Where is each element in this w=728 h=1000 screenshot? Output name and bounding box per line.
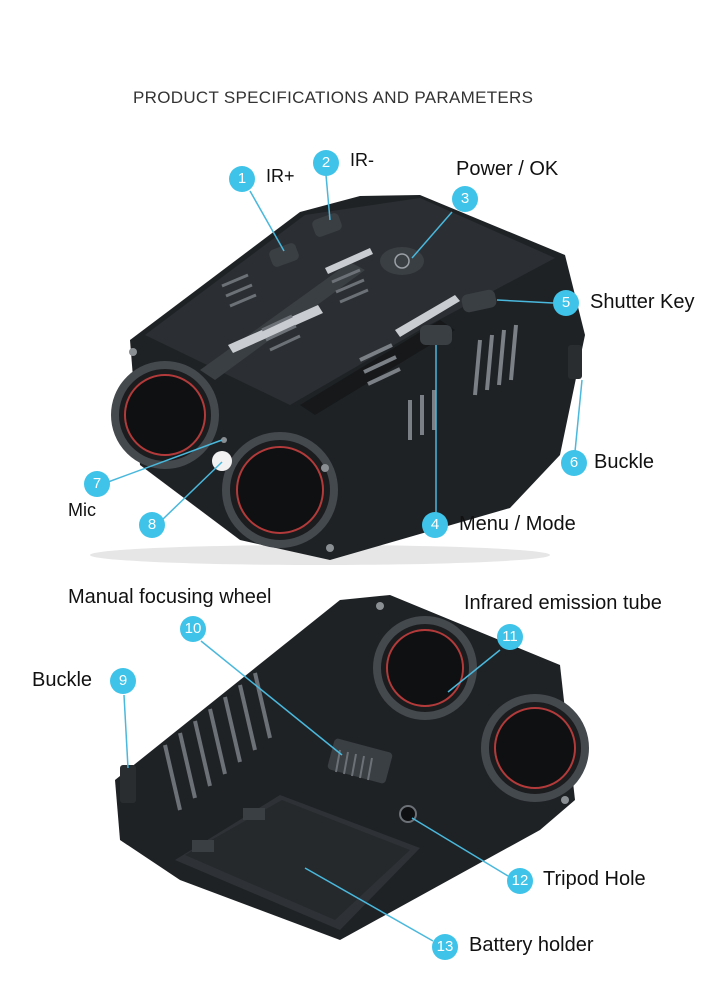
callout-badge-8: 8 <box>139 512 165 538</box>
callout-label-menu-mode: Menu / Mode <box>459 513 576 535</box>
callout-label-power-ok: Power / OK <box>456 158 559 180</box>
device-top-view <box>90 195 585 565</box>
callout-label-ir-minus: IR- <box>350 150 374 170</box>
callout-badge-2: 2 <box>313 150 339 176</box>
callout-badge-13: 13 <box>432 934 458 960</box>
callout-badge-4: 4 <box>422 512 448 538</box>
callout-badge-5: 5 <box>553 290 579 316</box>
callout-badge-9: 9 <box>110 668 136 694</box>
callout-label-buckle-top: Buckle <box>594 451 655 473</box>
callout-label-mic: Mic <box>68 500 96 520</box>
callout-label-ir-plus: IR+ <box>266 166 295 186</box>
callout-label-battery-holder: Battery holder <box>469 934 594 956</box>
callout-badge-10: 10 <box>180 616 206 642</box>
callout-label-buckle-bottom: Buckle <box>32 669 93 691</box>
callout-badge-12: 12 <box>507 868 533 894</box>
callout-badge-3: 3 <box>452 186 478 212</box>
callout-label-ir-emission-tube: Infrared emission tube <box>464 592 662 614</box>
page-title: PRODUCT SPECIFICATIONS AND PARAMETERS <box>133 88 534 107</box>
callout-label-shutter-key: Shutter Key <box>590 291 695 313</box>
leader-lines <box>107 174 583 942</box>
callout-badge-6: 6 <box>561 450 587 476</box>
callout-badge-7: 7 <box>84 471 110 497</box>
callout-badge-1: 1 <box>229 166 255 192</box>
device-bottom-view <box>115 595 589 940</box>
callout-label-tripod-hole: Tripod Hole <box>543 868 646 890</box>
callout-label-focus-wheel: Manual focusing wheel <box>68 586 272 608</box>
callout-badge-11: 11 <box>497 624 523 650</box>
